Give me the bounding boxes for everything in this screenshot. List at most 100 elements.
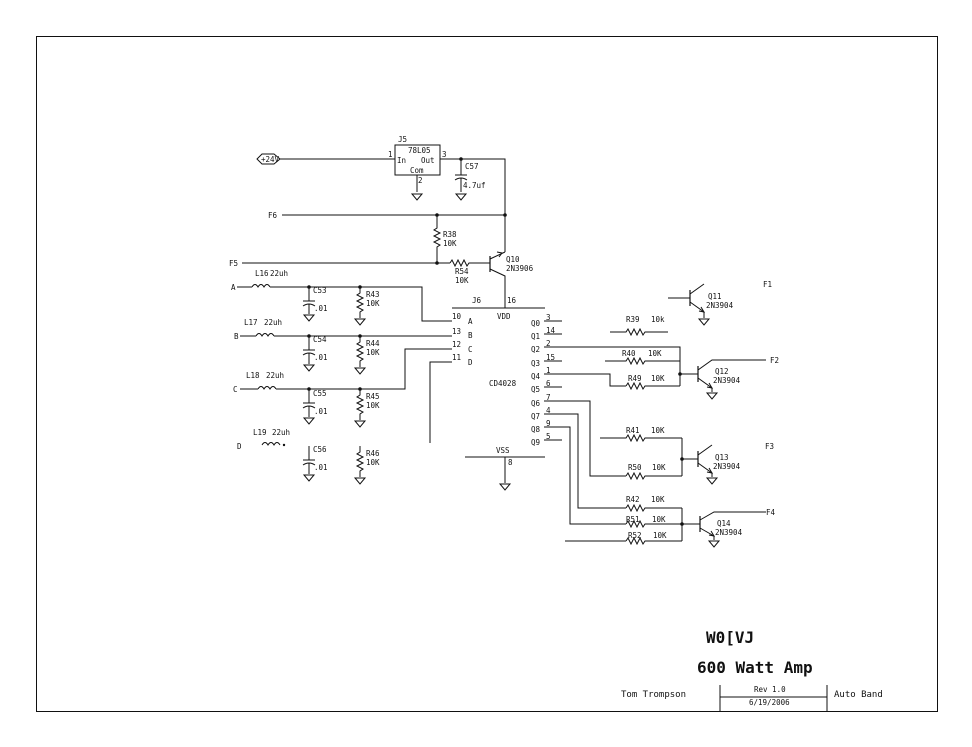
ic-pin-vss: 8 — [508, 458, 513, 467]
resistor-r54: R54 10K — [449, 258, 490, 285]
port-f5: F5 — [229, 259, 238, 268]
j5-pin-in: 1 — [388, 150, 393, 159]
r50-val: 10K — [652, 463, 666, 472]
r51-val: 10K — [652, 515, 666, 524]
r39-val: 10k — [651, 315, 665, 324]
q12-part: 2N3904 — [713, 376, 741, 385]
c54-ref: C54 — [313, 335, 327, 344]
transistor-q11: Q11 2N3904 — [668, 283, 734, 326]
ic-out-q7: Q7 — [531, 412, 540, 421]
q10-ref: Q10 — [506, 255, 520, 264]
cap-c54: C54 .01 — [302, 335, 328, 372]
q11-part: 2N3904 — [706, 301, 734, 310]
r49-val: 10K — [651, 374, 665, 383]
resistor-r40: R40 10K — [605, 349, 662, 366]
ic-part: CD4028 — [489, 379, 517, 388]
j5-com: Com — [410, 166, 424, 175]
ic-pin-q6: 7 — [546, 393, 551, 402]
r49-ref: R49 — [628, 374, 642, 383]
j5-ref: J5 — [398, 135, 407, 144]
ic-in-c: C — [468, 345, 473, 354]
r46-val: 10K — [366, 458, 380, 467]
title-callsign: W0[VJ — [706, 628, 754, 647]
ic-pin-q0: 3 — [546, 313, 551, 322]
r42-ref: R42 — [626, 495, 640, 504]
ic-out-q8: Q8 — [531, 425, 541, 434]
r38-ref: R38 — [443, 230, 457, 239]
resistor-r50: R50 10K — [625, 463, 682, 481]
r51-ref: R51 — [626, 515, 640, 524]
r50-ref: R50 — [628, 463, 642, 472]
q10-part: 2N3906 — [506, 264, 534, 273]
q12-ref: Q12 — [715, 367, 729, 376]
ic-pin-q2: 2 — [546, 339, 551, 348]
ic-pin-q9: 5 — [546, 432, 551, 441]
inductor-l17: L17 22uh — [244, 318, 282, 337]
ic-in-a: A — [468, 317, 473, 326]
ic-pin-q1: 14 — [546, 326, 556, 335]
l17-ref: L17 — [244, 318, 258, 327]
r44-val: 10K — [366, 348, 380, 357]
ic-ref: J6 — [472, 296, 482, 305]
wire-q7 — [562, 413, 626, 509]
ic-pin-q3: 15 — [546, 353, 555, 362]
ic-pin-q4: 1 — [546, 366, 551, 375]
wire-q8 — [562, 426, 626, 525]
wire-a — [270, 286, 452, 322]
cap-c55: C55 .01 — [302, 389, 328, 425]
ic-in-b: B — [468, 331, 473, 340]
r43-val: 10K — [366, 299, 380, 308]
c56-val: .01 — [314, 463, 328, 472]
sheet-border — [36, 36, 938, 712]
q14-ref: Q14 — [717, 519, 731, 528]
j5-in: In — [397, 156, 406, 165]
port-24v-label: +24V — [261, 155, 280, 164]
resistor-r44: R44 10K — [353, 336, 380, 375]
l16-ref: L16 — [255, 269, 269, 278]
resistor-r46: R46 10K — [353, 446, 380, 485]
ic-pin-10: 10 — [452, 312, 462, 321]
r40-val: 10K — [648, 349, 662, 358]
ic-pin-11: 11 — [452, 353, 461, 362]
r44-ref: R44 — [366, 339, 380, 348]
ic-vss: VSS — [496, 446, 510, 455]
l19-ref: L19 — [253, 428, 267, 437]
r52-ref: R52 — [628, 531, 642, 540]
ic-out-q1: Q1 — [531, 332, 540, 341]
ic-cd4028: J6 16 VDD CD4028 VSS 8 10 A 13 B 12 C 11… — [452, 296, 562, 491]
r40-ref: R40 — [622, 349, 636, 358]
port-a: A — [231, 283, 236, 292]
r52-val: 10K — [653, 531, 667, 540]
port-f6: F6 — [268, 211, 278, 220]
ic-out-q4: Q4 — [531, 372, 541, 381]
inductor-l19: L19 22uh — [253, 428, 290, 447]
wire-q4 — [562, 373, 626, 387]
port-f3: F3 — [765, 442, 774, 451]
q14-part: 2N3904 — [715, 528, 743, 537]
c54-val: .01 — [314, 353, 328, 362]
transistor-q10: Q10 2N3906 — [489, 251, 534, 308]
title-rev: Rev 1.0 — [754, 685, 786, 694]
c57-val: 4.7uf — [463, 181, 486, 190]
ic-pin-13: 13 — [452, 327, 461, 336]
r42-val: 10K — [651, 495, 665, 504]
inductor-l16: L16 22uh — [251, 269, 288, 288]
ground-symbol — [410, 193, 424, 201]
ic-pin-12: 12 — [452, 340, 461, 349]
j5-part: 78L05 — [408, 146, 431, 155]
resistor-r49: R49 10K — [625, 374, 680, 391]
ic-pin-q7: 4 — [546, 406, 551, 415]
ic-out-q6: Q6 — [531, 399, 541, 408]
title-sheet-name: Auto Band — [834, 690, 883, 700]
title-author: Tom Trompson — [621, 690, 686, 700]
cap-c53: C53 .01 — [302, 286, 328, 322]
resistor-r42: R42 10K — [625, 495, 682, 513]
l16-val: 22uh — [270, 269, 288, 278]
l17-val: 22uh — [264, 318, 282, 327]
r45-val: 10K — [366, 401, 380, 410]
cap-c57: C57 4.7uf — [454, 159, 486, 201]
r54-val: 10K — [455, 276, 469, 285]
resistor-r45: R45 10K — [353, 389, 380, 428]
r39-ref: R39 — [626, 315, 640, 324]
port-24v: +24V — [256, 153, 281, 165]
